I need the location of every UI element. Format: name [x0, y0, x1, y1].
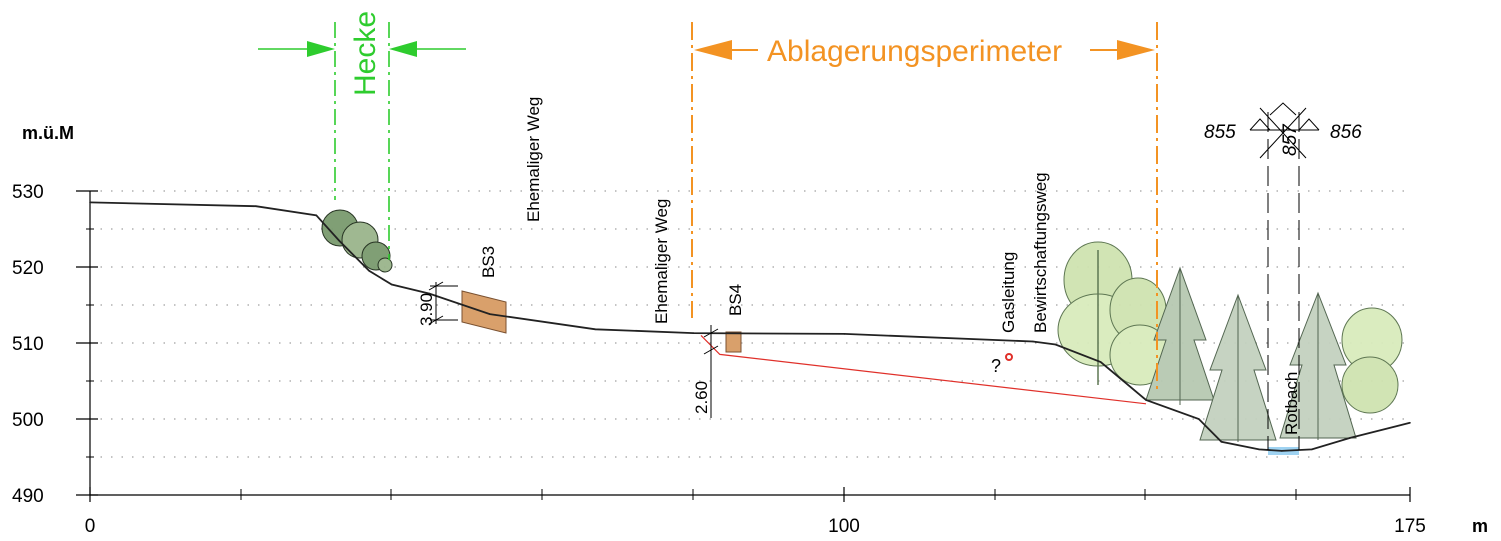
label-rotbach: Rotbach	[1282, 372, 1301, 435]
perimeter-label: Ablagerungsperimeter	[767, 35, 1062, 68]
terrain-point	[1198, 418, 1200, 420]
y-tick-label: 510	[12, 334, 44, 355]
terrain-point	[1032, 340, 1034, 343]
terrain-points	[89, 201, 1411, 452]
terrain-point	[338, 239, 340, 242]
dimension-label-bs3: 3.90	[417, 293, 436, 326]
profile-triangle-icon	[1249, 118, 1271, 131]
dimension-bs4: 2.60	[692, 325, 719, 418]
terrain-point	[390, 283, 393, 286]
label-ehemaliger-weg-lower: Ehemaliger Weg	[652, 199, 671, 324]
profile-label-857: 857	[1280, 123, 1301, 156]
profile-markers: 855 856 857	[1204, 102, 1362, 450]
terrain-point	[368, 270, 370, 272]
terrain-point	[692, 332, 695, 334]
label-bewirtschaftungsweg: Bewirtschaftungsweg	[1031, 172, 1050, 333]
x-tick-label: 100	[828, 516, 860, 537]
profile-triangle-icon	[1269, 102, 1297, 116]
terrain-point	[594, 328, 597, 331]
hedge-arrow-icon	[389, 41, 417, 57]
terrain-point	[843, 333, 846, 335]
x-axis-unit: m	[1472, 516, 1488, 536]
hedge-label: Hecke	[349, 11, 382, 96]
terrain-point	[1409, 422, 1411, 424]
hedge-shrub-icon	[321, 209, 393, 273]
terrain-point	[1099, 361, 1102, 363]
y-tick-label: 520	[12, 258, 44, 279]
profile-label-855: 855	[1204, 122, 1236, 143]
terrain-point	[1054, 343, 1057, 346]
dimension-bs3: 3.90	[417, 281, 458, 326]
terrain-point	[255, 205, 257, 207]
label-gasleitung: Gasleitung	[999, 252, 1018, 333]
perimeter-arrow-icon	[694, 40, 732, 60]
label-bs3: BS3	[479, 246, 498, 278]
terrain-point	[1348, 437, 1351, 439]
layer-boundary-line	[700, 334, 1147, 405]
y-tick-label: 500	[12, 410, 44, 431]
label-ehemaliger-weg-upper: Ehemaliger Weg	[524, 97, 543, 222]
unknown-marker: ?	[991, 356, 1001, 376]
unknown-point-icon	[1005, 353, 1013, 361]
tree-icon	[1341, 307, 1403, 414]
terrain-point	[489, 313, 491, 315]
profile-cross-line	[1259, 107, 1307, 159]
dimension-label-bs4: 2.60	[692, 381, 711, 414]
label-bs4: BS4	[726, 284, 745, 316]
y-tick-label: 490	[12, 486, 44, 507]
perimeter-marker: Ablagerungsperimeter	[691, 22, 1158, 390]
perimeter-arrow-icon	[1117, 40, 1155, 60]
x-tick-label: 175	[1394, 516, 1426, 537]
terrain-point	[89, 201, 91, 204]
x-tick-label: 0	[85, 516, 96, 537]
y-tick-label: 530	[12, 182, 44, 203]
terrain-point	[1258, 448, 1260, 451]
axes: m.ü.M 530 520 510 500 490 0 100 175 m	[12, 123, 1488, 537]
terrain-point	[1122, 380, 1125, 382]
terrain-point	[428, 292, 431, 295]
y-axis-title: m.ü.M	[22, 123, 74, 143]
profile-label-856: 856	[1330, 122, 1362, 143]
terrain-point	[1281, 450, 1283, 452]
terrain-point	[1311, 448, 1313, 451]
hedge-arrow-icon	[307, 41, 335, 57]
terrain-point	[1145, 399, 1147, 401]
profile-triangle-icon	[1298, 118, 1320, 131]
terrain-point	[315, 214, 318, 217]
hedge-marker: Hecke	[258, 11, 466, 260]
borehole-bs4	[725, 331, 742, 353]
terrain-point	[1220, 441, 1223, 443]
conifer-icon	[1199, 293, 1277, 442]
